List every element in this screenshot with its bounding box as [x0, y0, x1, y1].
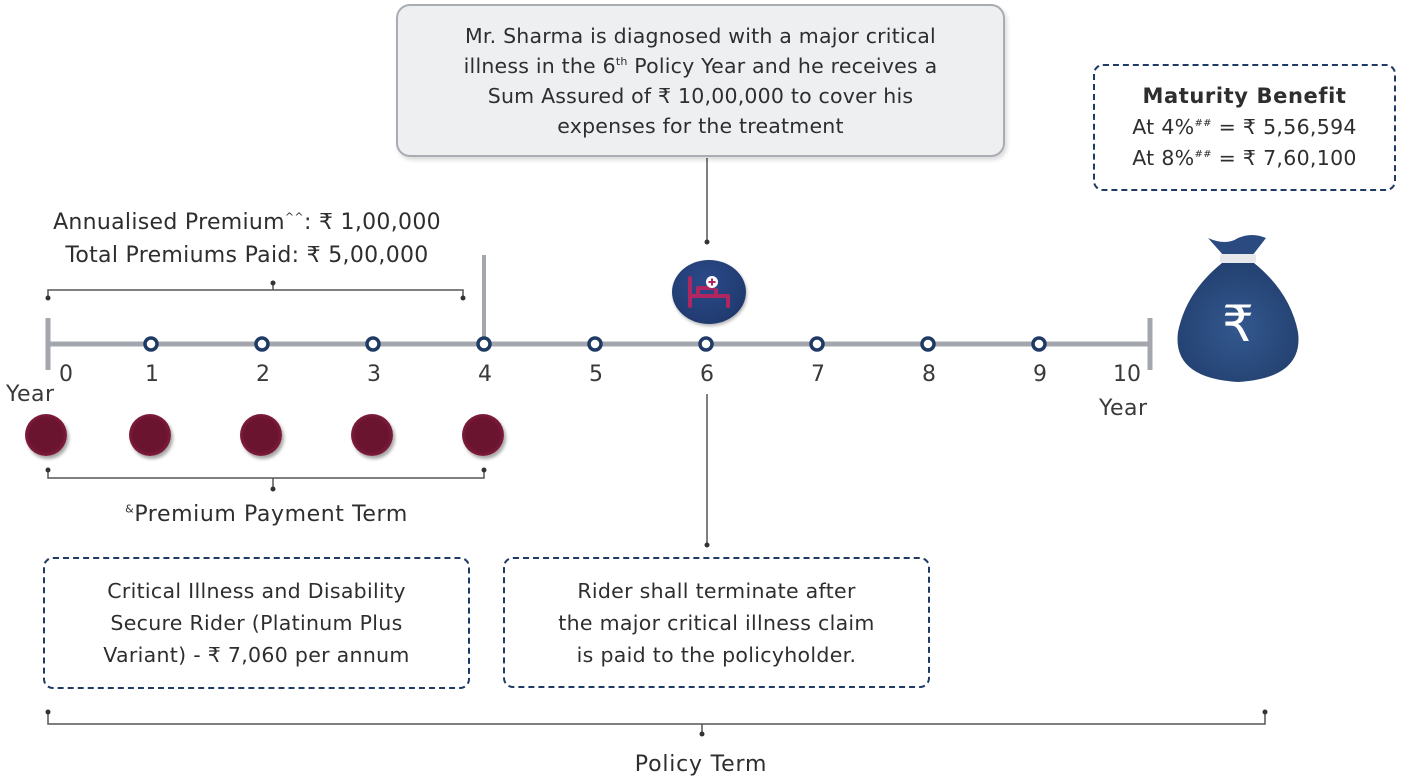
rider-line-2: Secure Rider (Platinum Plus [110, 611, 403, 635]
policy-term-label: Policy Term [634, 752, 768, 777]
rider-termination-box: Rider shall terminate after the major cr… [503, 557, 930, 688]
maturity-title: Maturity Benefit [1142, 84, 1347, 108]
premium-bracket-top [47, 283, 464, 298]
rupee-money-bag-icon: ₹ [1170, 232, 1306, 386]
maturity-row-8pct: At 8%## = ₹ 7,60,100 [1132, 146, 1357, 170]
ppt-bracket [47, 470, 485, 489]
total-premiums-paid: Total Premiums Paid: ₹ 5,00,000 [65, 243, 429, 268]
callout-line-4: expenses for the treatment [557, 113, 844, 138]
maturity-row-4pct: At 4%## = ₹ 5,56,594 [1132, 115, 1357, 139]
year-marker-5 [587, 336, 603, 352]
tick-0: 0 [59, 362, 73, 387]
premium-summary: Annualised Premium^^: ₹ 1,00,000 Total P… [0, 206, 494, 272]
tick-10: 10 [1113, 362, 1141, 387]
premium-coin-year-0 [25, 414, 67, 456]
tick-9: 9 [1033, 362, 1047, 387]
year-marker-4 [476, 336, 492, 352]
year-marker-9 [1031, 336, 1047, 352]
premium-coin-year-4 [462, 414, 504, 456]
rider-box: Critical Illness and Disability Secure R… [43, 557, 470, 689]
tick-8: 8 [922, 362, 936, 387]
tick-2: 2 [256, 362, 270, 387]
premium-payment-term-label: &Premium Payment Term [125, 502, 408, 527]
callout-line-2: illness in the 6th Policy Year and he re… [463, 53, 938, 78]
hospital-bed-icon [672, 260, 746, 324]
year-marker-6 [698, 336, 714, 352]
tick-5: 5 [589, 362, 603, 387]
tick-7: 7 [811, 362, 825, 387]
termination-line-3: is paid to the policyholder. [576, 642, 857, 667]
premium-coin-year-2 [240, 414, 282, 456]
premium-coin-year-3 [351, 414, 393, 456]
annualised-premium: Annualised Premium^^: ₹ 1,00,000 [53, 210, 441, 235]
callout-line-1: Mr. Sharma is diagnosed with a major cri… [465, 23, 936, 48]
tick-1: 1 [145, 362, 159, 387]
year-marker-7 [809, 336, 825, 352]
tick-4: 4 [478, 362, 492, 387]
year-marker-3 [365, 336, 381, 352]
callout-line-3: Sum Assured of ₹ 10,00,000 to cover his [487, 83, 914, 108]
termination-line-1: Rider shall terminate after [577, 578, 856, 603]
tick-3: 3 [367, 362, 381, 387]
year-label-start: Year [6, 382, 55, 407]
rupee-symbol: ₹ [1222, 295, 1254, 353]
year-marker-2 [254, 336, 270, 352]
illness-callout: Mr. Sharma is diagnosed with a major cri… [396, 4, 1005, 157]
termination-line-2: the major critical illness claim [558, 610, 875, 635]
tick-6: 6 [700, 362, 714, 387]
rider-line-1: Critical Illness and Disability [107, 579, 406, 603]
maturity-benefit-box: Maturity Benefit At 4%## = ₹ 5,56,594 At… [1093, 64, 1396, 191]
policy-term-bracket [47, 712, 1266, 734]
premium-coin-year-1 [129, 414, 171, 456]
year-markers [143, 336, 1047, 352]
year-label-end: Year [1099, 396, 1148, 421]
year-marker-8 [920, 336, 936, 352]
rider-line-3: Variant) - ₹ 7,060 per annum [103, 643, 410, 667]
year-marker-1 [143, 336, 159, 352]
